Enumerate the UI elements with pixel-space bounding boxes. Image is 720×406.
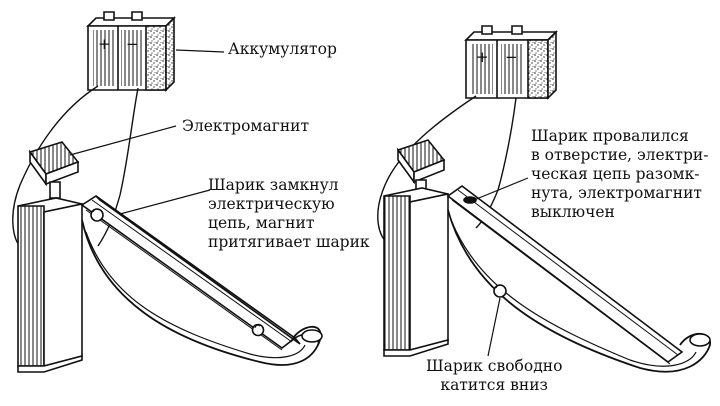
ball-rolling-line-2: катится вниз (440, 376, 549, 394)
ball-rolling-label: Шарик свободно катится вниз (426, 357, 562, 395)
ball-closed-label: Шарик замкнул электрическую цепь, магнит… (208, 176, 370, 252)
pillar-right (384, 188, 448, 356)
rolling-leader (488, 298, 500, 356)
right-device-circuit-open: + − (378, 26, 710, 372)
battery-label: Аккумулятор (228, 40, 337, 58)
left-device-circuit-closed: + − (13, 12, 322, 372)
fell-leader (474, 178, 528, 200)
ball-closed-line-3: цепь, магнит (208, 214, 315, 232)
battery-right (466, 26, 556, 98)
ball-closed-line-4: притягивает шарик (208, 233, 370, 251)
ball-fell-label: Шарик провалился в отверстие, электри- ч… (531, 127, 708, 222)
ball-fell-line-5: выключен (531, 203, 615, 221)
lower-track-right (448, 210, 710, 372)
electromagnet-leader (70, 126, 176, 155)
wire-right-1 (378, 96, 476, 246)
electromagnet-right (398, 140, 444, 196)
electromagnet-left (30, 142, 78, 198)
battery-leader (176, 50, 224, 52)
ball-fell-line-1: Шарик провалился (531, 127, 689, 145)
lower-track-left (82, 220, 322, 365)
ball-left-top (91, 209, 103, 221)
ball-fell-line-4: нута, электромагнит (531, 184, 702, 202)
battery-left-minus: − (126, 35, 139, 53)
ball-right-rolling (494, 285, 506, 297)
ball-rolling-line-1: Шарик свободно (426, 357, 563, 375)
pillar-left (18, 198, 82, 372)
ball-left-bottom (253, 325, 264, 336)
closed-leader (120, 190, 210, 214)
battery-left-plus: + (98, 35, 111, 53)
ball-closed-line-2: электрическую (208, 195, 335, 213)
ball-fell-line-3: ческая цепь разомк- (531, 165, 700, 183)
battery-right-minus: − (505, 48, 518, 66)
wire-left-2 (98, 88, 138, 246)
battery-right-plus: + (476, 48, 489, 66)
ball-closed-line-1: Шарик замкнул (208, 176, 339, 194)
upper-ramp-right (448, 186, 682, 364)
electromagnet-label: Электромагнит (182, 117, 310, 135)
ball-fell-line-2: в отверстие, электри- (531, 146, 709, 164)
wire-left-1 (13, 86, 98, 250)
battery-left (88, 12, 174, 90)
